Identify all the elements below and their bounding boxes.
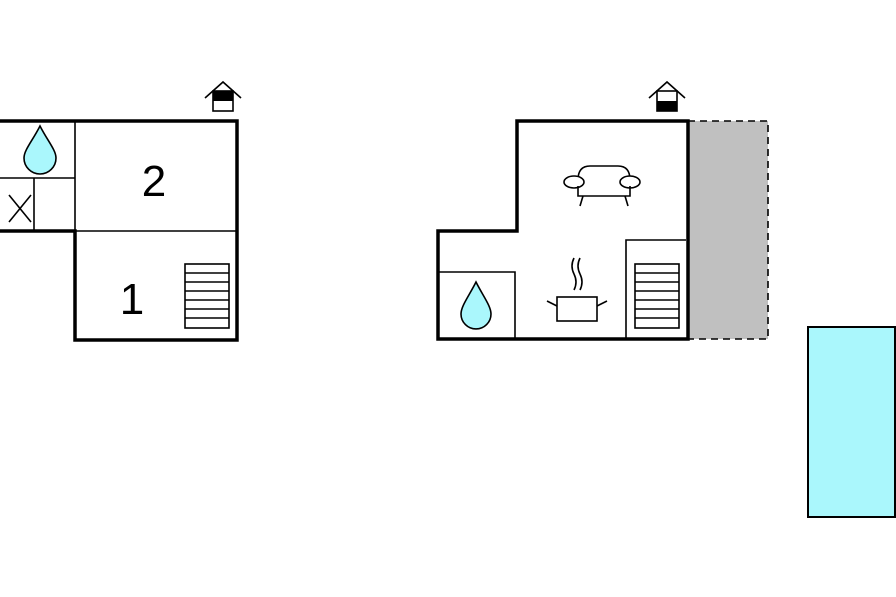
water-drop-icon (23, 124, 57, 175)
terrace-area (688, 121, 768, 339)
upper-floor-plan: 2 1 (0, 80, 242, 342)
house-entrance-icon (648, 80, 686, 112)
house-entrance-icon (204, 80, 242, 112)
wall-divider (625, 239, 686, 339)
water-drop-icon (460, 280, 492, 330)
terrace-outline (688, 120, 769, 340)
room-number-2: 2 (142, 157, 166, 206)
swimming-pool (807, 326, 896, 518)
cooking-pot-icon (546, 257, 608, 322)
room-number-1: 1 (120, 275, 144, 324)
wall-divider (438, 271, 516, 339)
upper-floor-outline (0, 119, 239, 342)
stairs-icon (184, 263, 230, 329)
ground-floor-outline (436, 119, 690, 341)
stairs-icon (634, 263, 680, 329)
ground-floor-plan (436, 80, 769, 341)
sofa-icon (563, 165, 641, 207)
toilet-icon (8, 194, 32, 223)
